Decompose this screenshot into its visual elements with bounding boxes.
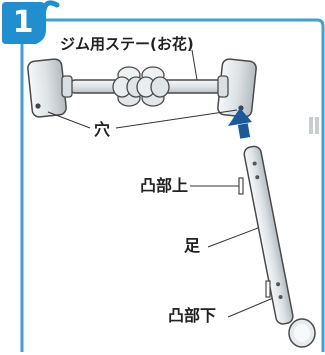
step-number: 1 — [12, 5, 34, 40]
left-cap-collar — [61, 75, 73, 98]
leader-boss-lower — [227, 295, 279, 318]
leader-title — [191, 49, 198, 81]
badge-swirl — [41, 0, 60, 13]
left-cap — [27, 58, 67, 118]
leader-hole-right — [115, 109, 238, 129]
panel-frame — [22, 18, 325, 352]
boss-upper-bump — [238, 177, 244, 195]
hole-left — [35, 103, 41, 109]
label-boss-upper: 凸部上 — [140, 176, 189, 195]
label-stay-title: ジム用ステー(お花) — [60, 35, 194, 53]
label-leg: 足 — [184, 236, 201, 255]
label-hole: 穴 — [94, 120, 111, 139]
leader-leg — [207, 227, 259, 248]
leg-tube — [243, 145, 294, 325]
insert-arrow — [228, 108, 252, 139]
step-badge-shape — [2, 2, 46, 44]
side-tab — [315, 117, 319, 134]
boss-lower-bump — [265, 280, 271, 298]
side-tab — [309, 117, 313, 134]
label-boss-lower: 凸部下 — [168, 306, 217, 325]
leader-hole-left — [47, 111, 91, 129]
flower-beads — [112, 66, 170, 107]
right-cap-collar — [217, 75, 229, 98]
